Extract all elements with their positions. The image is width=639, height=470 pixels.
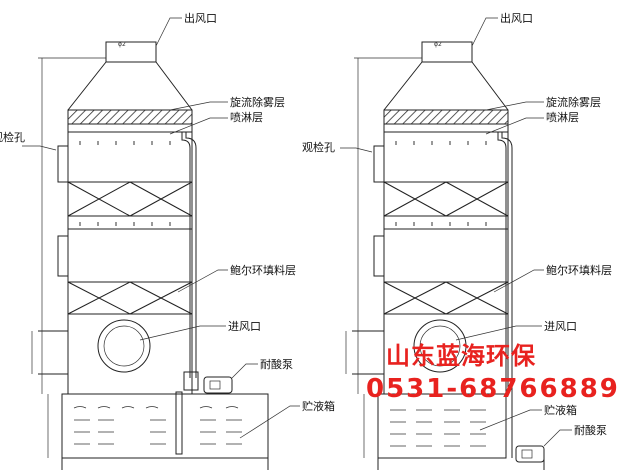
outlet-cone-left: [67, 61, 193, 111]
inlet-label-left: 进风口: [228, 320, 261, 333]
outlet-label-right: 出风口: [500, 11, 533, 25]
spray-nozzles-right: [395, 141, 487, 145]
tower-shell-left: [67, 123, 193, 395]
tank-left: [61, 393, 269, 459]
outlet-dim-right: φ2: [434, 41, 442, 48]
inspection-label-right: 观检孔: [302, 140, 335, 154]
inspection-label-left: 观检孔: [0, 130, 25, 144]
inspection-port-right-1: [373, 145, 385, 183]
outlet-duct-left: [105, 41, 157, 63]
packing-upper-right: [383, 181, 509, 217]
inspection-port-right-2: [373, 235, 385, 277]
inlet-circle-left: [97, 319, 151, 373]
liquid-waves-right: [390, 409, 486, 447]
tower-right: φ2: [340, 17, 572, 470]
mist-layer-left: [67, 109, 193, 125]
inspection-port-left-2: [57, 235, 69, 277]
packing-lower-right: [383, 281, 509, 315]
packing-lower-left: [67, 281, 193, 315]
pump-right: [515, 445, 545, 463]
spray-pipe-right: [497, 132, 507, 458]
packing-label-left: 鲍尔环填料层: [230, 263, 296, 277]
inspection-port-left-1: [57, 145, 69, 183]
mist-label-left: 旋流除雾层: [230, 95, 285, 109]
outlet-duct-right: [421, 41, 473, 63]
inlet-label-right: 进风口: [544, 320, 577, 333]
liquid-waves-left: [73, 406, 242, 445]
pump-label-left: 耐酸泵: [260, 357, 293, 371]
tank-label-right: 贮液箱: [544, 403, 577, 417]
packing-upper-left: [67, 181, 193, 217]
inlet-circle-right: [413, 319, 467, 373]
brand-name-watermark: 山东蓝海环保: [386, 342, 536, 370]
mist-label-right: 旋流除雾层: [546, 95, 601, 109]
pump-label-right: 耐酸泵: [574, 423, 607, 437]
mist-layer-right: [383, 109, 509, 125]
pump-left: [203, 376, 233, 394]
packing-label-right: 鲍尔环填料层: [546, 263, 612, 277]
brand-phone-watermark: 0531-68766889: [366, 374, 620, 404]
outlet-dim-left: φ2: [118, 41, 126, 48]
spray-pipe-left: [181, 132, 191, 378]
tower-left: φ2: [22, 17, 300, 470]
spray-label-left: 喷淋层: [230, 111, 263, 124]
outlet-label-left: 出风口: [184, 11, 217, 25]
spray-label-right: 喷淋层: [546, 111, 579, 124]
tank-label-left: 贮液箱: [302, 399, 335, 413]
tank-right: [377, 393, 507, 459]
spray-nozzles-left: [79, 141, 171, 145]
